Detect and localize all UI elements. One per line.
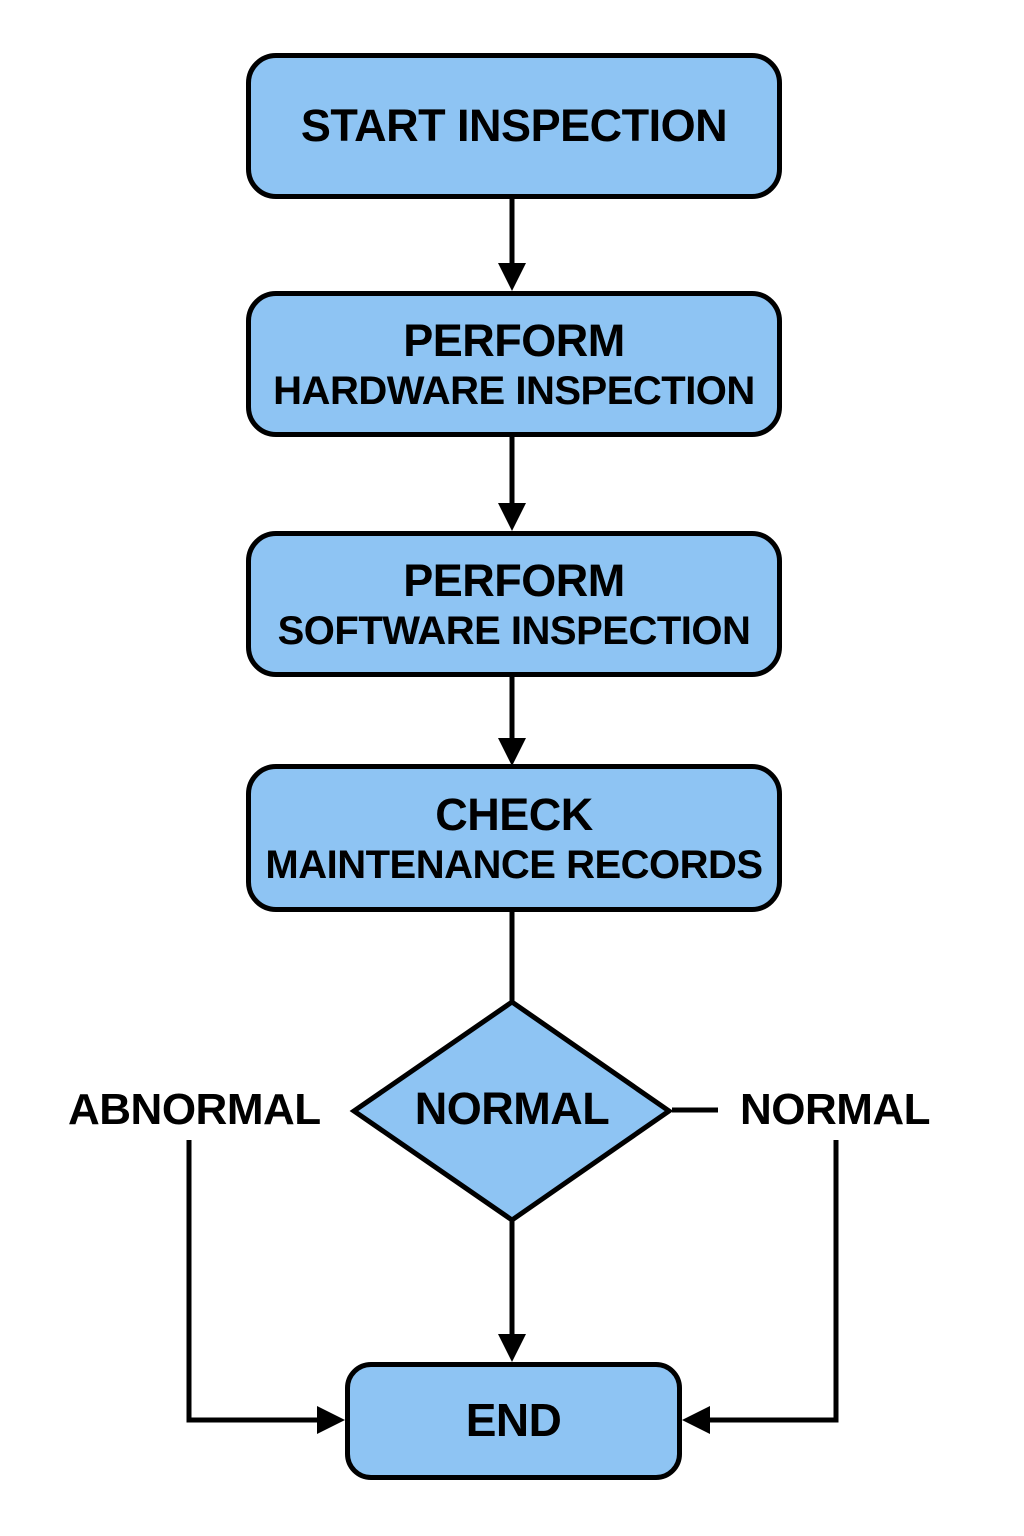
arrowhead-down-icon <box>498 503 526 531</box>
node-perform-software-inspection: PERFORM SOFTWARE INSPECTION <box>246 531 782 677</box>
branch-label-normal: NORMAL <box>739 1085 931 1134</box>
node-label-line2: MAINTENANCE RECORDS <box>265 843 763 887</box>
node-label-line1: PERFORM <box>403 315 625 366</box>
arrowhead-down-icon <box>498 263 526 291</box>
node-label-line1: CHECK <box>435 789 593 840</box>
connector-normal-to-end <box>707 1140 839 1423</box>
node-label-line2: SOFTWARE INSPECTION <box>277 609 751 653</box>
arrowhead-right-icon <box>317 1406 345 1434</box>
arrowhead-down-icon <box>498 738 526 766</box>
node-label: START INSPECTION <box>300 100 728 151</box>
node-label-line1: PERFORM <box>403 555 625 606</box>
branch-label-abnormal: ABNORMAL <box>68 1085 321 1134</box>
connector-abnormal-to-end <box>186 1140 320 1423</box>
node-end: END <box>345 1362 682 1480</box>
arrowhead-down-icon <box>498 1334 526 1362</box>
decision-label: NORMAL <box>414 1083 610 1134</box>
node-start-inspection: START INSPECTION <box>246 53 782 199</box>
node-label-line2: HARDWARE INSPECTION <box>273 369 755 413</box>
node-label: END <box>465 1394 562 1447</box>
node-check-maintenance-records: CHECK MAINTENANCE RECORDS <box>246 764 782 912</box>
arrowhead-left-icon <box>682 1406 710 1434</box>
node-perform-hardware-inspection: PERFORM HARDWARE INSPECTION <box>246 291 782 437</box>
